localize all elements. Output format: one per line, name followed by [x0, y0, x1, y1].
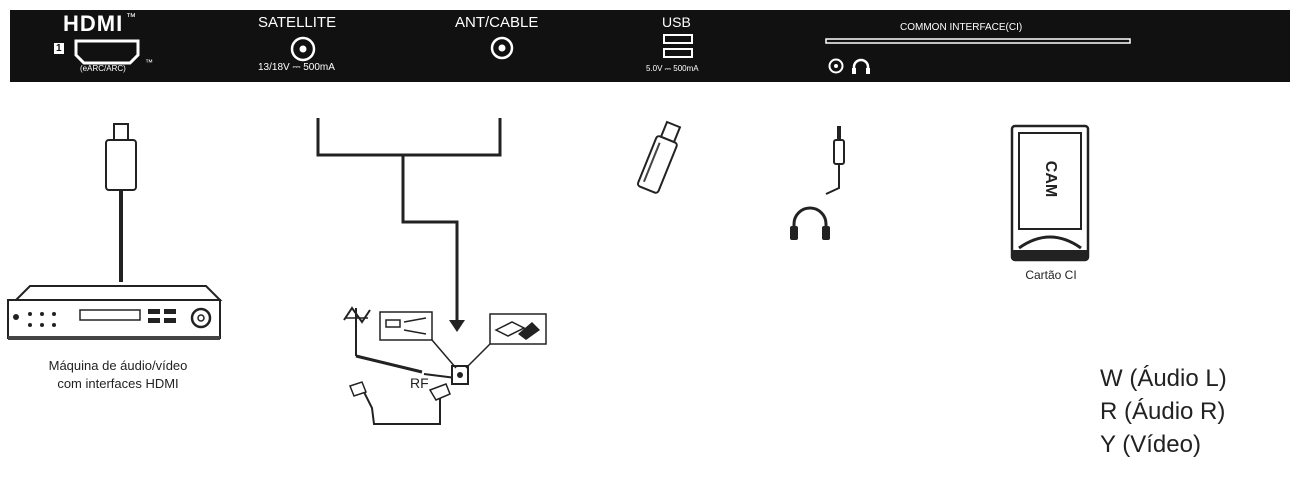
av-receiver-icon — [7, 285, 223, 340]
tv-back-panel — [10, 10, 1290, 82]
cam-card-icon — [1010, 124, 1090, 262]
legend-white-audio-left: W (Áudio L) — [1100, 365, 1227, 392]
hdmi-port-number: 1 — [54, 43, 64, 54]
rf-cables — [349, 354, 457, 425]
usb-title: USB — [662, 14, 691, 30]
av-plug-inset-left — [379, 311, 457, 369]
usb-stick-icon — [636, 120, 682, 194]
rf-label: RF — [410, 375, 429, 391]
ci-card-label: Cartão CI — [1025, 268, 1077, 282]
legend-red-audio-right: R (Áudio R) — [1100, 398, 1226, 425]
satellite-title: SATELLITE — [258, 14, 337, 31]
rf-wiring-lines — [316, 118, 502, 332]
legend-yellow-video: Y (Vídeo) — [1100, 431, 1201, 458]
hdmi-cable-icon — [105, 123, 137, 282]
rf-junction-box-icon — [451, 365, 469, 385]
av-plug-inset-right — [465, 313, 547, 369]
av-device-label-line2: com interfaces HDMI — [57, 376, 179, 391]
hdmi-trademark: ™ — [126, 12, 136, 23]
av-device-label-line1: Máquina de áudio/vídeo — [48, 358, 188, 373]
ci-title: COMMON INTERFACE(CI) — [900, 22, 1023, 33]
satellite-connector-icon — [290, 36, 316, 62]
antcable-title: ANT/CABLE — [455, 14, 539, 31]
headphones-icon — [790, 126, 845, 240]
headphone-port-icon — [852, 58, 870, 74]
usb-spec: 5.0V ⎓ 500mA — [646, 64, 699, 73]
av-color-legend: W (Áudio L) R (Áudio R) Y (Vídeo) — [1100, 362, 1227, 461]
hdmi-logo: HDMI — [63, 11, 124, 36]
hdmi-port-icon — [74, 39, 140, 65]
ci-slot-icon — [825, 38, 1131, 44]
antcable-connector-icon — [490, 36, 514, 60]
usb-port-icon — [663, 34, 693, 58]
cam-card-text: CAM — [1042, 160, 1059, 198]
antenna-icon — [343, 306, 371, 356]
hdmi-earc-trademark: ™ — [145, 58, 153, 67]
audio-out-jack-icon — [828, 58, 844, 74]
satellite-spec: 13/18V ⎓ 500mA — [258, 62, 335, 73]
hdmi-earc-label: (eARC/ARC) — [80, 64, 126, 73]
